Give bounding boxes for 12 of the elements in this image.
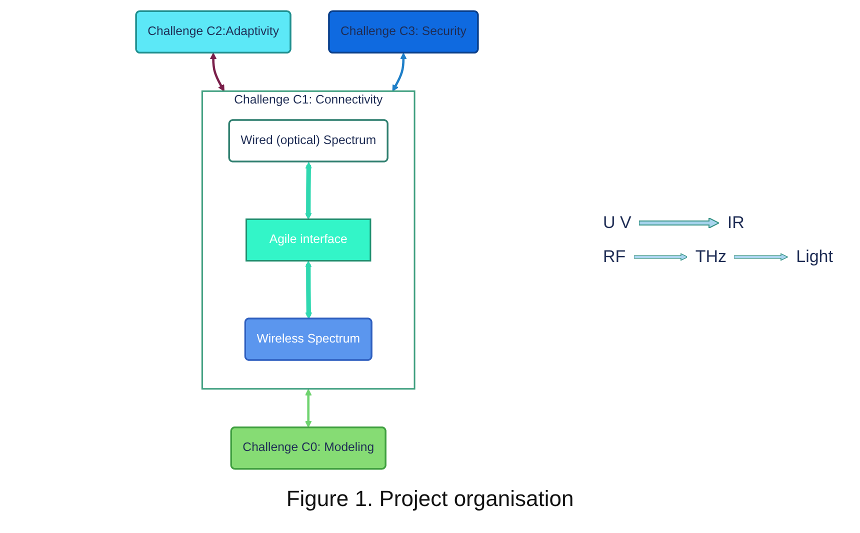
arrow [210, 52, 224, 92]
spectrum-label: U V [603, 213, 632, 233]
arrow [304, 260, 312, 320]
arrow [392, 52, 407, 92]
arrow [304, 388, 312, 428]
spectrum-label: Light [796, 247, 833, 267]
spectrum-label: THz [695, 247, 726, 267]
figure-caption: Figure 1. Project organisation [285, 486, 575, 512]
node-box: Agile interface [246, 218, 372, 262]
spectrum-label: IR [727, 213, 744, 233]
spectrum-label: RF [603, 247, 626, 267]
arrow [304, 162, 312, 220]
